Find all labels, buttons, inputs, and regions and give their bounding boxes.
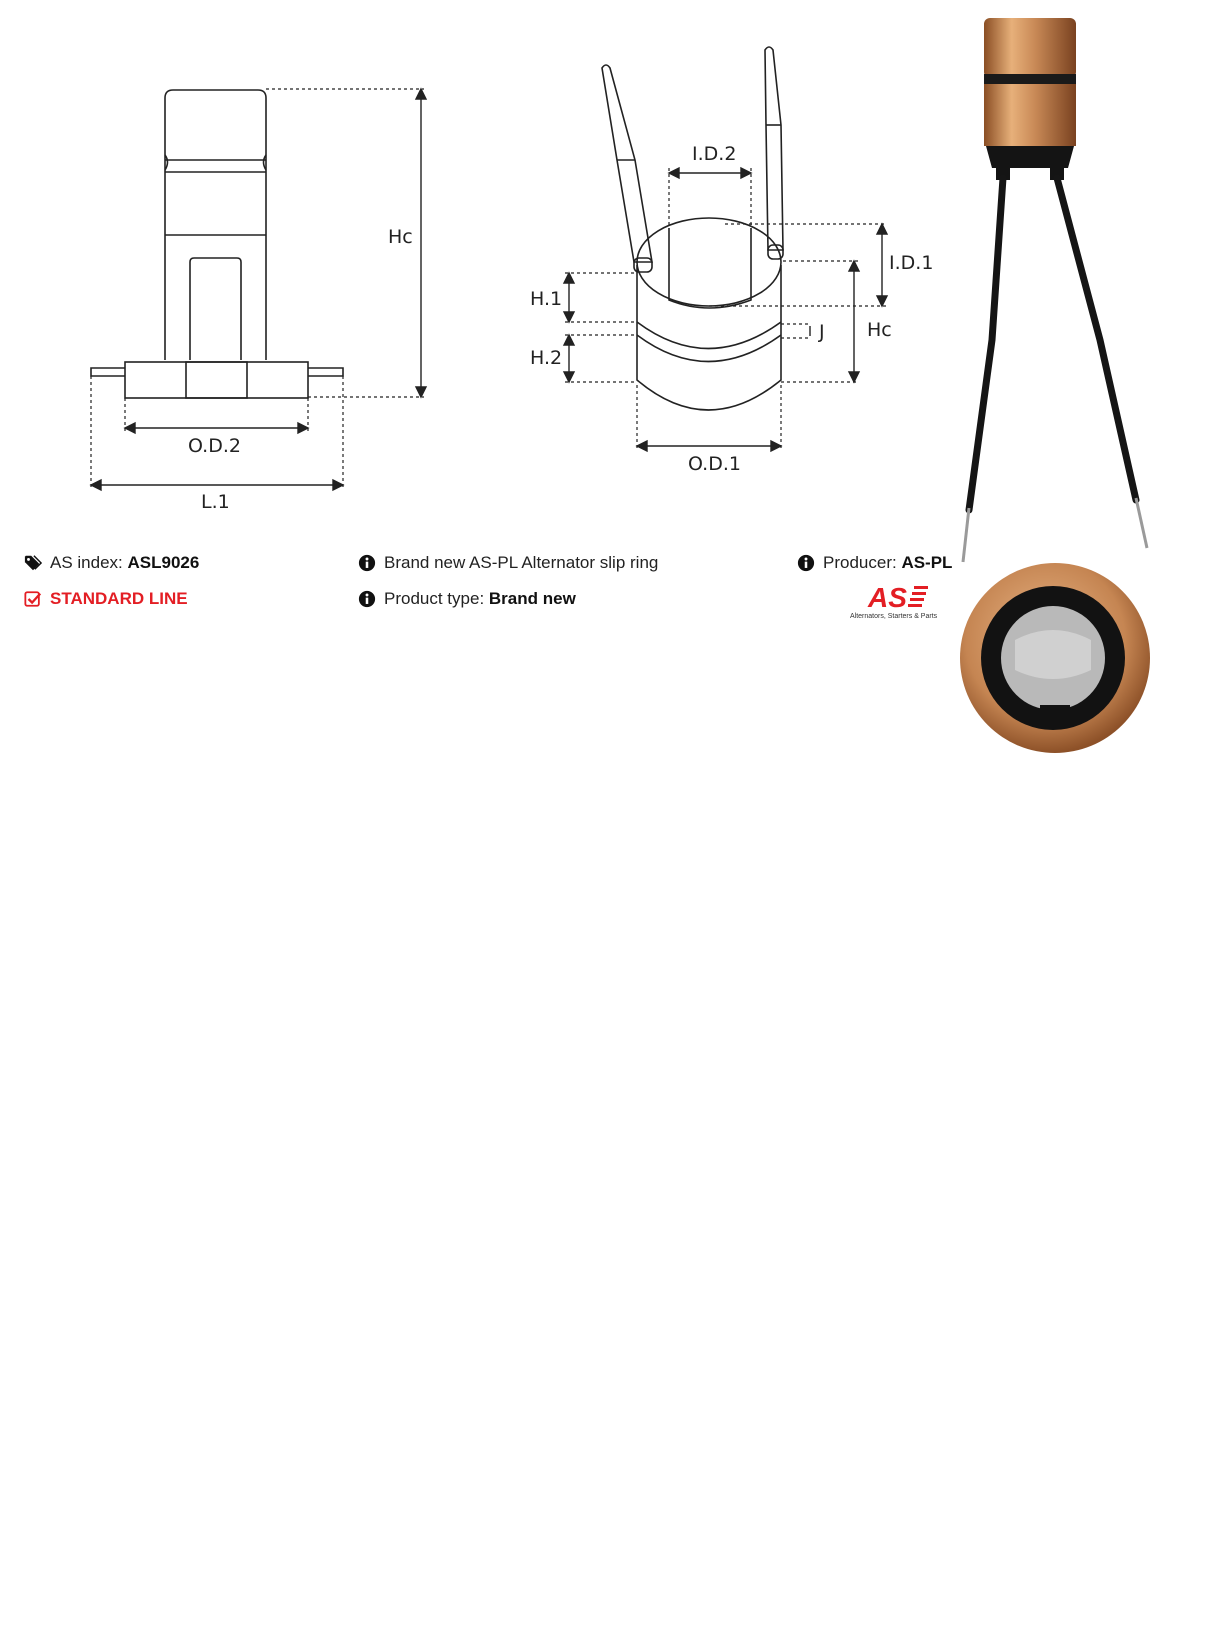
logo-tagline: Alternators, Starters & Parts — [850, 613, 938, 620]
as-index-value: ASL9026 — [127, 553, 200, 572]
label-hc-mid: Hc — [867, 319, 892, 341]
label-od2: O.D.2 — [188, 435, 241, 457]
label-od1: O.D.1 — [688, 453, 741, 475]
check-square-icon — [24, 591, 42, 607]
standard-line-label: STANDARD LINE — [50, 589, 188, 608]
slip-ring-top-svg — [960, 563, 1150, 753]
label-j: J — [818, 321, 825, 343]
producer-row: Producer: AS-PL — [797, 553, 952, 573]
label-id2: I.D.2 — [692, 143, 736, 165]
logo-mark: AS — [867, 582, 907, 613]
info-circle-icon — [797, 554, 815, 572]
perspective-view-svg: I.D.2 I.D.1 H.1 H.2 J Hc O.D.1 — [530, 46, 933, 475]
info-circle-icon — [358, 554, 376, 572]
slip-ring-photo-svg — [961, 18, 1149, 563]
product-type-row: Product type: Brand new — [358, 589, 576, 609]
description-text: Brand new AS-PL Alternator slip ring — [384, 553, 659, 572]
description-row: Brand new AS-PL Alternator slip ring — [358, 553, 658, 573]
product-photo-side — [950, 10, 1160, 570]
label-hc: Hc — [388, 226, 413, 248]
as-index-row: AS index: ASL9026 — [24, 553, 199, 573]
as-index-label: AS index: — [50, 553, 123, 572]
tags-icon — [24, 555, 42, 571]
side-view-svg: Hc O.D.2 L.1 — [89, 87, 428, 513]
drawing-side-view: Hc O.D.2 L.1 — [0, 0, 470, 530]
logo-mark-svg: AS Alternators, Starters & Parts — [850, 582, 938, 620]
product-type-label: Product type: — [384, 589, 485, 608]
standard-line-row: STANDARD LINE — [24, 589, 188, 609]
producer-value: AS-PL — [901, 553, 953, 572]
product-photo-top — [955, 560, 1155, 760]
label-id1: I.D.1 — [889, 252, 933, 274]
as-pl-logo: AS Alternators, Starters & Parts — [848, 580, 943, 622]
label-h1: H.1 — [530, 288, 562, 310]
drawing-perspective-view: I.D.2 I.D.1 H.1 H.2 J Hc O.D.1 — [500, 30, 950, 490]
info-circle-icon — [358, 590, 376, 608]
producer-label: Producer: — [823, 553, 897, 572]
label-l1: L.1 — [201, 491, 230, 513]
label-h2: H.2 — [530, 347, 562, 369]
product-type-value: Brand new — [488, 589, 576, 608]
